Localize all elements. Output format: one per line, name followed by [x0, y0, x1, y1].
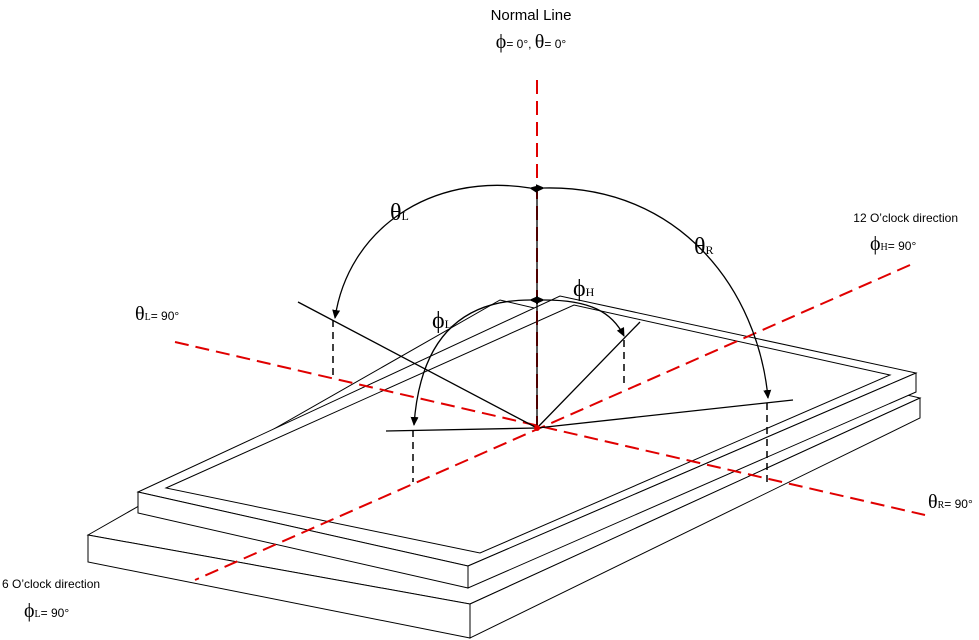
twelve-oclock-title: 12 O’clock direction — [853, 211, 958, 225]
phi-h-arc-label: ϕH — [573, 276, 595, 302]
phi-l-arc — [410, 295, 539, 426]
phi-l-view-line — [385, 427, 538, 432]
twelve-oclock-label: 12 O’clock direction ϕH= 90° — [853, 211, 958, 255]
phi-h-arc — [535, 295, 625, 337]
theta-l-arc-label: θL — [390, 200, 409, 226]
phi-l-arc-label: ϕL — [432, 308, 452, 334]
panel-top-side — [467, 372, 917, 589]
six-oclock-title: 6 O’clock direction — [2, 577, 100, 591]
normal-line-angles: ϕ= 0°, θ= 0° — [496, 31, 567, 53]
panel-base-side — [469, 397, 921, 639]
left-right-axis — [174, 341, 926, 516]
theta-r-arc-label: θR — [694, 234, 714, 260]
theta-l-axis-label: θL= 90° — [135, 303, 179, 325]
twelve-oclock-angle: ϕH= 90° — [870, 233, 916, 255]
normal-line-title: Normal Line — [491, 7, 572, 24]
theta-r-view-line — [536, 399, 794, 429]
normal-line-label: Normal Line ϕ= 0°, θ= 0° — [491, 7, 572, 53]
lcd-panel — [86, 295, 922, 639]
theta-l-arc — [332, 184, 539, 319]
six-oclock-label: 6 O’clock direction ϕL= 90° — [2, 577, 100, 622]
center-point — [534, 425, 540, 431]
twelve-six-axis — [194, 264, 911, 581]
angle-arcs — [332, 184, 772, 426]
six-oclock-angle: ϕL= 90° — [24, 600, 69, 622]
theta-r-arc — [535, 184, 772, 399]
theta-r-axis-label: θR= 90° — [928, 491, 973, 513]
